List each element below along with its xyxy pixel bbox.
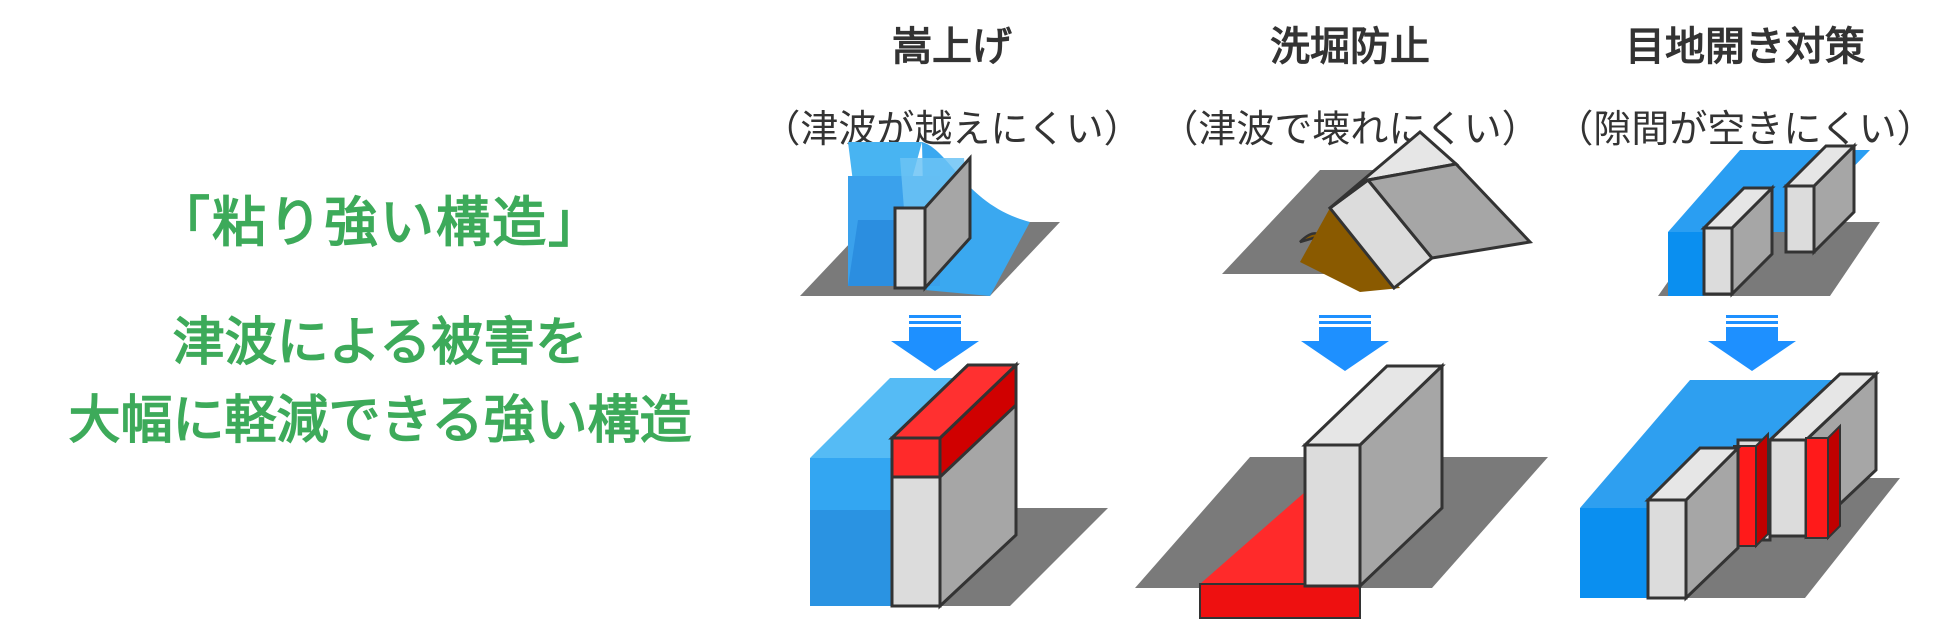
column-raising-name: 嵩上げ [892,24,1012,70]
down-arrow-icon [891,315,979,371]
joint-after [1580,370,1900,602]
joint-before [1658,142,1880,298]
column-scour-desc: （津波で壊れにくい） [1160,107,1540,151]
down-arrow-icon [1301,315,1389,371]
headline: 「粘り強い構造」 [156,191,604,254]
column-raising-desc: （津波が越えにくい） [762,107,1142,151]
column-joint-desc: （隙間が空きにくい） [1555,107,1935,151]
column-scour: 洗堀防止 （津波で壊れにくい） [1140,14,1560,153]
scour-before [1222,130,1534,292]
subtitle-line-2: 大幅に軽減できる強い構造 [68,391,692,451]
raising-after [810,361,1108,610]
column-joint: 目地開き対策 （隙間が空きにくい） [1535,14,1955,153]
raising-before [800,142,1060,296]
column-joint-name: 目地開き対策 [1625,24,1865,70]
scour-after [1135,362,1548,619]
column-raising: 嵩上げ （津波が越えにくい） [742,14,1162,153]
down-arrow-icon [1708,315,1796,371]
subtitle-line-1: 津波による被害を [172,313,588,373]
column-scour-name: 洗堀防止 [1270,24,1430,70]
